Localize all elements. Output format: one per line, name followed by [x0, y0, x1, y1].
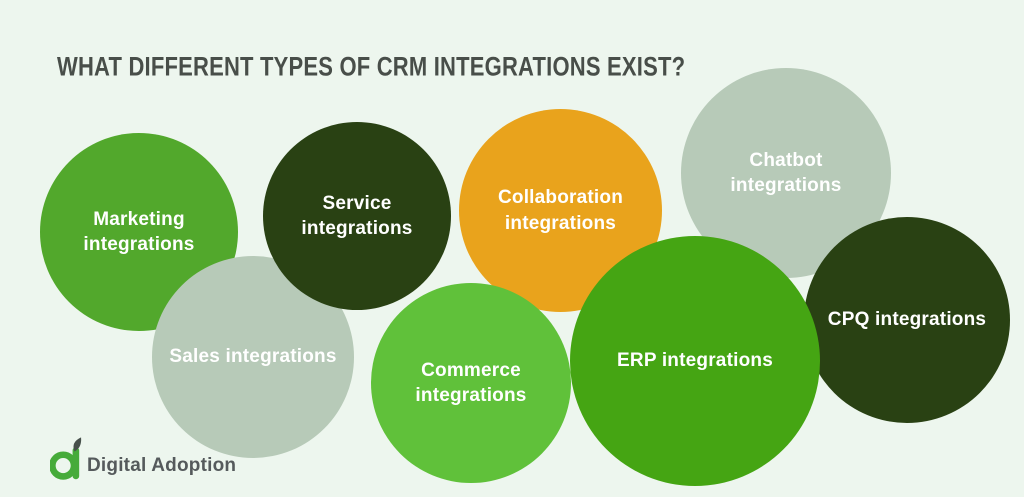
bubble-commerce-integrations: Commerce integrations	[371, 283, 571, 483]
digital-adoption-a-icon	[50, 437, 82, 480]
bubble-service-integrations: Service integrations	[263, 122, 451, 310]
bubble-cpq-integrations: CPQ integrations	[804, 217, 1010, 423]
bubble-label: Chatbot integrations	[730, 149, 842, 196]
bubble-erp-integrations: ERP integrations	[570, 236, 820, 486]
page-title: WHAT DIFFERENT TYPES OF CRM INTEGRATIONS…	[57, 51, 686, 82]
bubble-label: Commerce integrations	[415, 359, 527, 406]
bubble-label: ERP integrations	[617, 350, 773, 372]
bubble-label: Sales integrations	[169, 346, 337, 368]
logo-wordmark: Digital Adoption	[87, 455, 237, 476]
bubble-label: CPQ integrations	[827, 309, 987, 331]
bubble-label: Service integrations	[301, 192, 413, 239]
bubble-marketing-integrations: Marketing integrations	[40, 133, 238, 331]
bubble-label: Marketing integrations	[83, 208, 195, 255]
bubble-label: Collaboration integrations	[497, 187, 624, 234]
digital-adoption-logo: Digital Adoption	[50, 437, 236, 481]
